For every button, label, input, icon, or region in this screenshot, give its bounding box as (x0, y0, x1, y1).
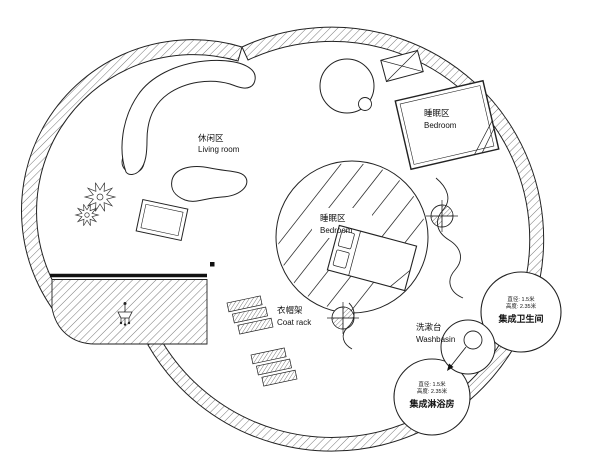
washbasin (440, 319, 496, 375)
label-wash-en: Washbasin (416, 335, 455, 344)
plant-2 (74, 204, 100, 226)
label-bedroom2-en: Bedroom (320, 226, 353, 235)
table-stool (358, 97, 372, 111)
bathroom-pod: 直径: 1.5米 高度: 2.35米 集成卫生间 (480, 271, 562, 353)
pillow-2 (332, 249, 350, 269)
shower-pod-dim1: 直径: 1.5米 (418, 380, 446, 388)
shower-pod-circle (393, 358, 471, 436)
label-living-zh: 休闲区 (198, 133, 224, 143)
level-marker-2 (327, 302, 359, 334)
label-coat-en: Coat rack (277, 318, 312, 327)
shower-pod-dim2: 高度: 2.35米 (417, 387, 448, 395)
shower-pod: 直径: 1.5米 高度: 2.35米 集成淋浴房 (393, 358, 471, 436)
bathroom-pod-dim2: 高度: 2.35米 (506, 302, 537, 310)
label-coat-zh: 衣帽架 (277, 305, 303, 315)
outer-wall-ring (147, 26, 545, 452)
bathroom-pod-circle (480, 271, 562, 353)
curtain-line-2 (342, 302, 355, 350)
coffee-table (171, 166, 248, 202)
label-bedroom2-zh: 睡眠区 (320, 213, 346, 223)
coat-rack-stack-2 (250, 347, 298, 387)
bathroom-pod-label: 集成卫生间 (497, 313, 543, 324)
plant-1 (83, 182, 117, 212)
sofa (121, 59, 256, 175)
washbasin-arrow (447, 363, 454, 371)
washbasin-faucet-icon (463, 330, 483, 350)
curtain-line-1 (435, 177, 464, 299)
label-bedroom1-zh: 睡眠区 (424, 108, 450, 118)
ottoman (135, 198, 189, 242)
shower-pod-label: 集成淋浴房 (408, 398, 454, 409)
coat-rack-stack-1 (226, 295, 274, 335)
label-living-en: Living room (198, 145, 240, 154)
label-wash-zh: 洗漱台 (416, 322, 442, 332)
label-bedroom1-en: Bedroom (424, 121, 457, 130)
ceiling-lamp-icon (117, 302, 133, 326)
bathroom-pod-dim1: 直径: 1.5米 (507, 295, 535, 303)
wall-end-dot (210, 262, 215, 267)
pillow-1 (337, 230, 355, 250)
main-bed (394, 79, 500, 171)
window-symbol (380, 49, 424, 83)
center-bedroom: 睡眠区 Bedroom (275, 160, 429, 314)
center-bed (326, 224, 418, 292)
level-marker-1 (426, 200, 458, 232)
